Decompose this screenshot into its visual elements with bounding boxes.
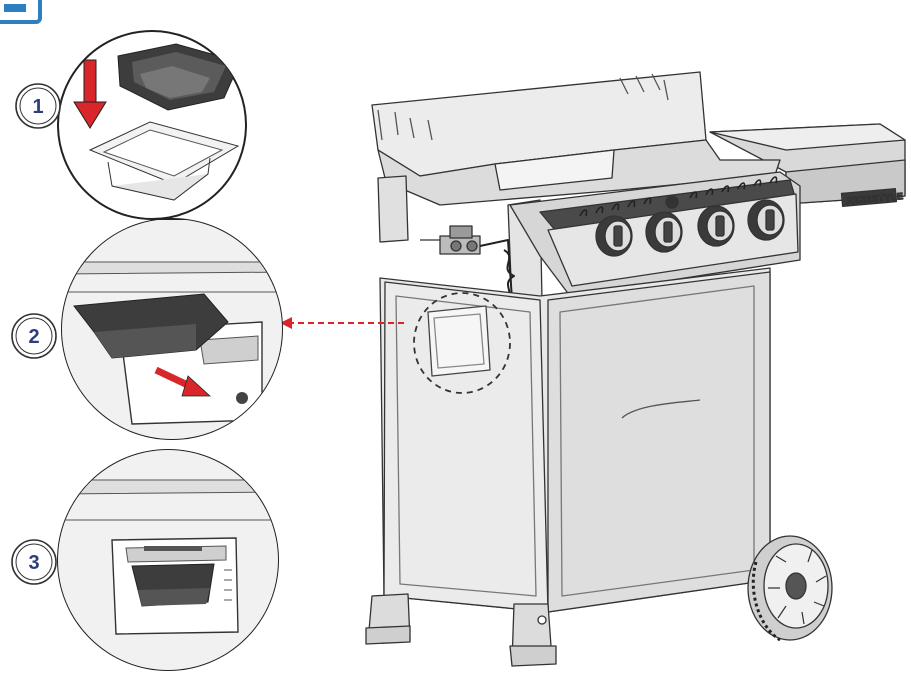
step-1-number: 1	[32, 96, 43, 118]
step-3-number: 3	[28, 552, 39, 574]
knob-3-icon	[698, 206, 734, 246]
knob-2-icon	[646, 212, 682, 252]
dark-tray-installed	[132, 564, 214, 606]
corner-tab	[0, 0, 40, 22]
step-3-detail	[56, 450, 286, 672]
grill-illustration: FREESTYLE	[366, 72, 905, 666]
knob-4-icon	[748, 200, 784, 240]
step-1-detail	[58, 31, 246, 219]
step-2-number: 2	[28, 326, 39, 348]
step-2-detail	[60, 219, 290, 440]
step-2-badge: 2	[12, 314, 56, 358]
cart-legs	[366, 594, 556, 666]
cart-cabinet	[380, 268, 770, 612]
step-3-badge: 3	[12, 540, 56, 584]
wheel-icon	[748, 536, 832, 640]
knob-1-icon	[596, 216, 632, 256]
step-1-badge: 1	[16, 84, 60, 128]
